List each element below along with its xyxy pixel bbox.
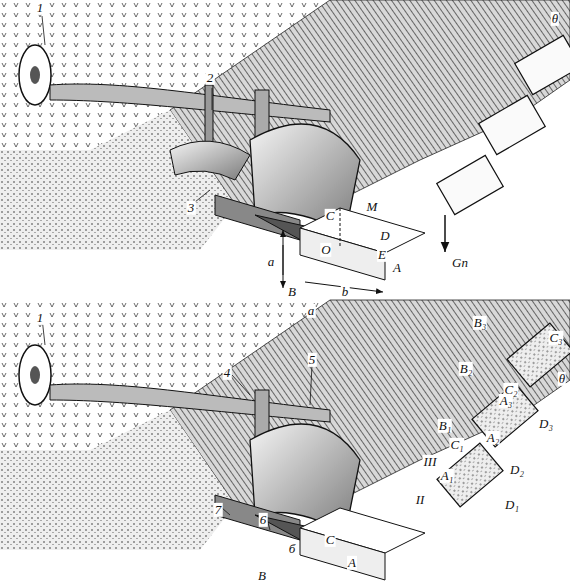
point-label: A₃ [499, 394, 513, 408]
leader-line [222, 508, 230, 515]
callout-number: 2 [206, 71, 215, 85]
point-label: E [377, 248, 387, 262]
callout-number: 3 [187, 201, 196, 215]
point-label: б [288, 542, 297, 556]
point-label: B₃ [473, 316, 487, 330]
skimmer-body [170, 141, 250, 180]
soil-slice [507, 323, 570, 387]
leader-line [232, 375, 250, 395]
point-label: III [423, 455, 438, 469]
callout-number: 5 [308, 353, 317, 367]
point-label: O [320, 243, 331, 257]
point-label: A [347, 556, 357, 570]
point-label: B [257, 569, 267, 583]
furrow-bottom [0, 110, 235, 250]
furrow-bottom [0, 410, 235, 550]
point-label: D₁ [504, 498, 520, 512]
point-label: II [415, 493, 426, 507]
callout-number: 1 [36, 311, 45, 325]
point-label: A₂ [486, 431, 500, 445]
disc-hub [30, 66, 40, 84]
axis-line [340, 208, 341, 248]
point-label: Gп [451, 256, 469, 270]
point-label: B [287, 285, 297, 299]
landside [215, 195, 300, 240]
disc-coulter [19, 45, 51, 105]
disc-hub [30, 366, 40, 384]
dimension-line [283, 245, 284, 288]
callout-number: 6 [259, 513, 268, 527]
weight-arrow [444, 215, 446, 252]
point-label: B₂ [459, 362, 473, 376]
point-label: a [267, 255, 276, 269]
point-label: A [392, 261, 402, 275]
soil-slice [479, 95, 545, 154]
soil-slice [472, 383, 538, 447]
point-label: а [307, 304, 316, 318]
leader-line [42, 16, 45, 45]
callout-number: 7 [214, 503, 223, 517]
point-label: C₃ [548, 331, 563, 345]
point-label: A₁ [440, 469, 454, 483]
upper-figure [0, 0, 570, 292]
point-label: θ [558, 372, 566, 386]
soil-slice [437, 155, 503, 214]
point-label: C [325, 533, 336, 547]
point-label: C₁ [449, 438, 464, 452]
point-label: D₂ [509, 463, 525, 477]
leader-line [310, 365, 312, 405]
point-label: C [325, 209, 336, 223]
plough-beam [50, 84, 330, 122]
lower-figure [0, 300, 570, 580]
leader-line [195, 190, 210, 202]
callout-number: 4 [223, 366, 232, 380]
callout-number: 1 [36, 1, 45, 15]
disc-coulter [19, 345, 51, 405]
point-label: θ [551, 12, 559, 26]
plough-beam [50, 384, 330, 422]
leader-line [212, 88, 213, 110]
point-label: D [379, 229, 390, 243]
point-label: D₃ [538, 417, 554, 431]
point-label: B₁ [438, 419, 452, 433]
slice-face [300, 528, 385, 580]
point-label: b [341, 285, 350, 299]
slice-face [300, 228, 385, 280]
landside [215, 495, 300, 540]
soil-slice [515, 35, 570, 94]
point-label: M [366, 200, 379, 214]
soil-slice [437, 443, 503, 507]
